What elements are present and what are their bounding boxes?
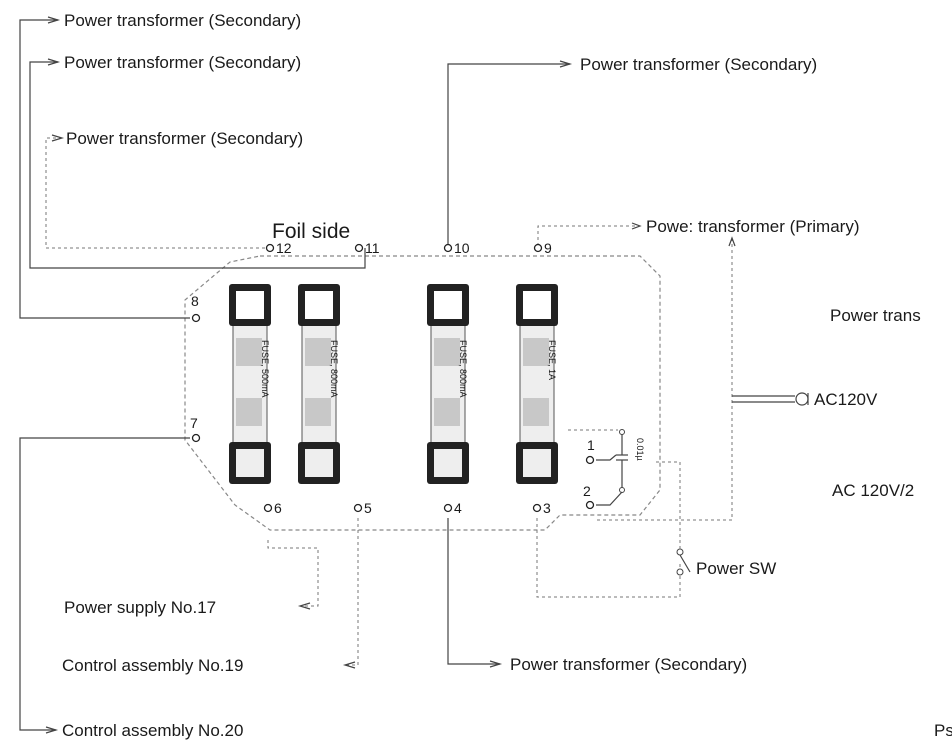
lead-4 bbox=[447, 518, 500, 665]
terminal-9: 9 bbox=[544, 240, 552, 256]
fuse-2-label: FUSE, 800mA bbox=[329, 340, 339, 398]
capacitor-label: 0.01µ bbox=[635, 438, 645, 461]
lead-top2 bbox=[29, 61, 366, 269]
terminal-5: 5 bbox=[364, 500, 372, 516]
fuse-2 bbox=[298, 284, 340, 484]
terminal-10-dot bbox=[443, 243, 453, 253]
lead-9 bbox=[537, 225, 640, 246]
terminal-6-dot bbox=[263, 503, 273, 513]
lead-3 bbox=[536, 518, 681, 598]
terminal-8-dot bbox=[191, 313, 201, 323]
label-sec-right: Power transformer (Secondary) bbox=[580, 55, 817, 74]
terminal-12: 12 bbox=[276, 240, 292, 256]
terminal-2: 2 bbox=[583, 483, 591, 499]
terminal-4: 4 bbox=[454, 500, 462, 516]
label-corner-cut: Ps bbox=[934, 721, 952, 740]
terminal-5-dot bbox=[353, 503, 363, 513]
terminal-1: 1 bbox=[587, 437, 595, 453]
capacitor bbox=[568, 429, 628, 506]
label-ac120v: AC120V bbox=[814, 390, 878, 409]
terminal-1-dot bbox=[585, 455, 595, 465]
label-power-trans-cut: Power trans bbox=[830, 306, 921, 325]
terminal-6: 6 bbox=[274, 500, 282, 516]
terminal-2-dot bbox=[585, 500, 595, 510]
terminal-10: 10 bbox=[454, 240, 470, 256]
label-power-supply: Power supply No.17 bbox=[64, 598, 216, 617]
label-sec-top1: Power transformer (Secondary) bbox=[64, 11, 301, 30]
terminal-11: 11 bbox=[365, 240, 380, 256]
terminal-7-dot bbox=[191, 433, 201, 443]
terminal-4-dot bbox=[443, 503, 453, 513]
label-sec-top2: Power transformer (Secondary) bbox=[64, 53, 301, 72]
terminal-11-dot bbox=[354, 243, 364, 253]
board-outline bbox=[184, 255, 661, 531]
lead-top1 bbox=[19, 19, 190, 319]
fuse-4 bbox=[516, 284, 558, 484]
lead-7 bbox=[19, 437, 190, 731]
terminal-8: 8 bbox=[191, 293, 199, 309]
terminal-12-dot bbox=[265, 243, 275, 253]
label-primary: Powe: transformer (Primary) bbox=[646, 217, 859, 236]
terminal-9-dot bbox=[533, 243, 543, 253]
board-title: Foil side bbox=[272, 220, 350, 243]
label-ac120v2-cut: AC 120V/2 bbox=[832, 481, 914, 500]
fuse-3 bbox=[427, 284, 469, 484]
terminal-3-dot bbox=[532, 503, 542, 513]
lead-5 bbox=[345, 518, 359, 666]
label-control19: Control assembly No.19 bbox=[62, 656, 243, 675]
fuse-3-label: FUSE, 800mA bbox=[458, 340, 468, 398]
lead-primary-return bbox=[594, 238, 733, 521]
label-sec-bottom: Power transformer (Secondary) bbox=[510, 655, 747, 674]
label-power-sw: Power SW bbox=[696, 559, 776, 578]
label-sec-top3: Power transformer (Secondary) bbox=[66, 129, 303, 148]
lead-10 bbox=[447, 63, 570, 246]
label-control20: Control assembly No.20 bbox=[62, 721, 243, 740]
fuse-1-label: FUSE, 500mA bbox=[260, 340, 270, 398]
lead-6 bbox=[267, 540, 319, 607]
fuse-1 bbox=[229, 284, 271, 484]
terminal-7: 7 bbox=[190, 415, 198, 431]
terminal-3: 3 bbox=[543, 500, 551, 516]
lead-top3 bbox=[45, 137, 270, 249]
fuse-4-label: FUSE, 1A bbox=[547, 340, 557, 380]
